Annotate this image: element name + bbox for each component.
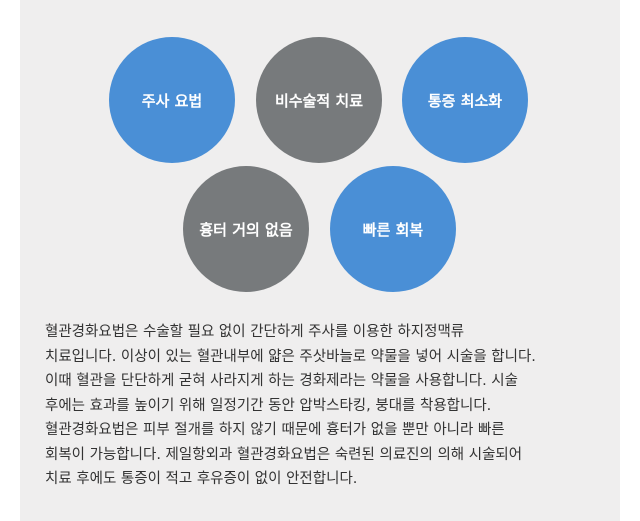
benefit-circle-non-surgical: 비수술적 치료 [256, 37, 382, 163]
description-line: 회복이 가능합니다. 제일항외과 혈관경화요법은 숙련된 의료진의 의해 시술되… [45, 446, 523, 463]
benefit-circle-fast-recovery: 빠른 회복 [330, 166, 456, 292]
benefit-label: 흉터 거의 없음 [199, 220, 293, 239]
description-line: 혈관경화요법은 수술할 필요 없이 간단하게 주사를 이용한 하지정맥류 [45, 324, 465, 340]
description-line: 이때 혈관을 단단하게 굳혀 사라지게 하는 경화제라는 약물을 사용합니다. … [45, 373, 518, 389]
benefit-label: 빠른 회복 [362, 220, 424, 239]
benefit-label: 주사 요법 [141, 91, 203, 110]
benefit-label: 비수술적 치료 [274, 91, 364, 110]
benefit-circle-minimal-pain: 통증 최소화 [402, 37, 528, 163]
description-line: 치료 후에도 통증이 적고 후유증이 없이 안전합니다. [45, 471, 358, 487]
benefit-circle-few-scars: 흉터 거의 없음 [183, 166, 309, 292]
description-line: 후에는 효과를 높이기 위해 일정기간 동안 압박스타킹, 붕대를 착용합니다. [45, 397, 492, 414]
benefit-label: 통증 최소화 [427, 91, 503, 110]
content-panel: 주사 요법 비수술적 치료 통증 최소화 흉터 거의 없음 빠른 회복 혈관경화… [20, 0, 620, 521]
benefit-circle-injection: 주사 요법 [109, 37, 235, 163]
description-line: 치료입니다. 이상이 있는 혈관내부에 얇은 주삿바늘로 약물을 넣어 시술을 … [45, 348, 536, 365]
treatment-description: 혈관경화요법은 수술할 필요 없이 간단하게 주사를 이용한 하지정맥류 치료입… [45, 320, 615, 492]
description-line: 혈관경화요법은 피부 절개를 하지 않기 때문에 흉터가 없을 뿐만 아니라 빠… [45, 422, 505, 438]
